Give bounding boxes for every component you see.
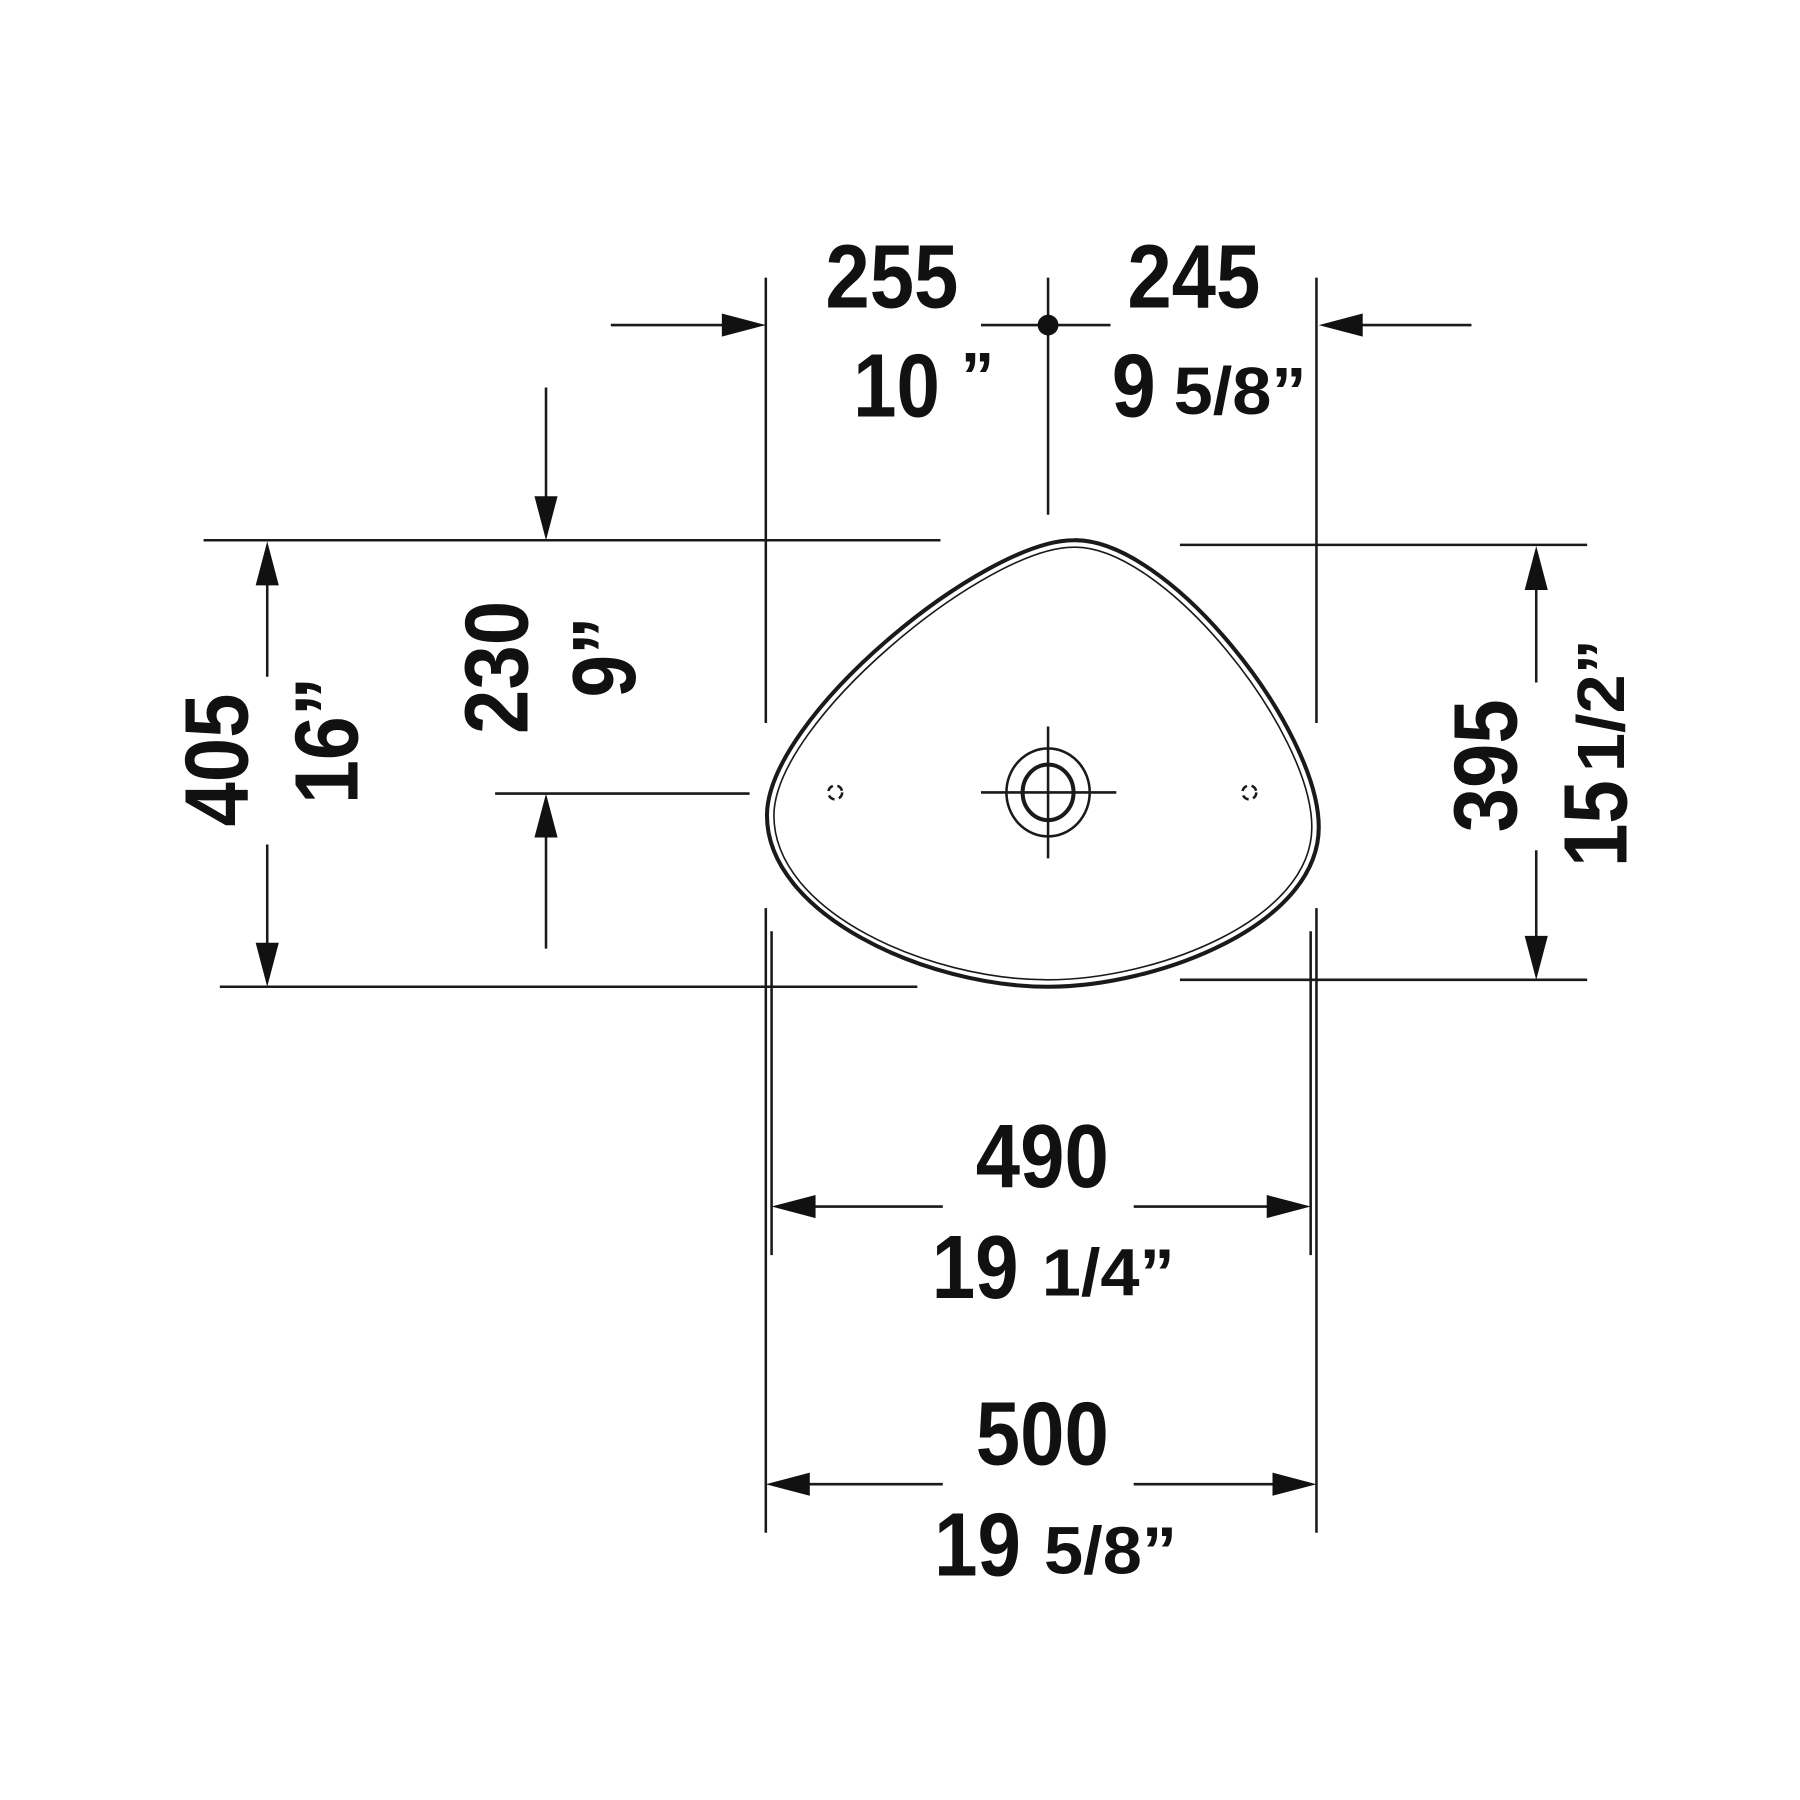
dimension-500: 500 19 5/8” [765,1384,1317,1596]
dim-395-mm: 395 [1436,699,1537,832]
dim-9-inch-depth: 9” [554,617,655,698]
dim-10-inch: 10 [853,335,940,436]
dim-5-8-inch: 5/8” [1174,354,1307,429]
dim-5-8-inch-overall: 5/8” [1044,1513,1177,1588]
dimension-left-405: 405 16” [167,541,377,987]
basin-outline [764,538,1321,989]
dim-16-inch: 16” [276,677,377,804]
dim-19-inch-overall: 19 [934,1495,1021,1596]
dim-490-mm: 490 [976,1106,1109,1207]
dimension-230: 230 9” [447,387,655,949]
dim-1-4-inch: 1/4” [1042,1236,1175,1311]
dimension-right-395: 395 15 1/2” [1436,546,1646,980]
dim-405-mm: 405 [167,694,268,827]
mounting-hole-right-icon [1241,784,1258,801]
mounting-hole-left-icon [827,784,844,801]
dimension-490: 490 19 1/4” [771,1106,1311,1318]
dim-255-mm: 255 [825,227,958,328]
dim-9-inch: 9 [1112,335,1156,436]
dim-15-inch: 15 [1545,780,1646,867]
dimension-top: 255 10 ” 245 9 5/8” [610,227,1472,436]
dim-19-inch-inner: 19 [932,1217,1019,1318]
dim-10-inch-mark: ” [961,339,995,414]
drain-icon [980,726,1117,859]
extension-lines [203,277,1588,1533]
dim-230-mm: 230 [447,601,548,734]
dim-1-2-inch: 1/2” [1564,639,1639,772]
center-point-icon [1037,314,1059,336]
dim-500-mm: 500 [976,1384,1109,1485]
dim-245-mm: 245 [1127,227,1260,328]
